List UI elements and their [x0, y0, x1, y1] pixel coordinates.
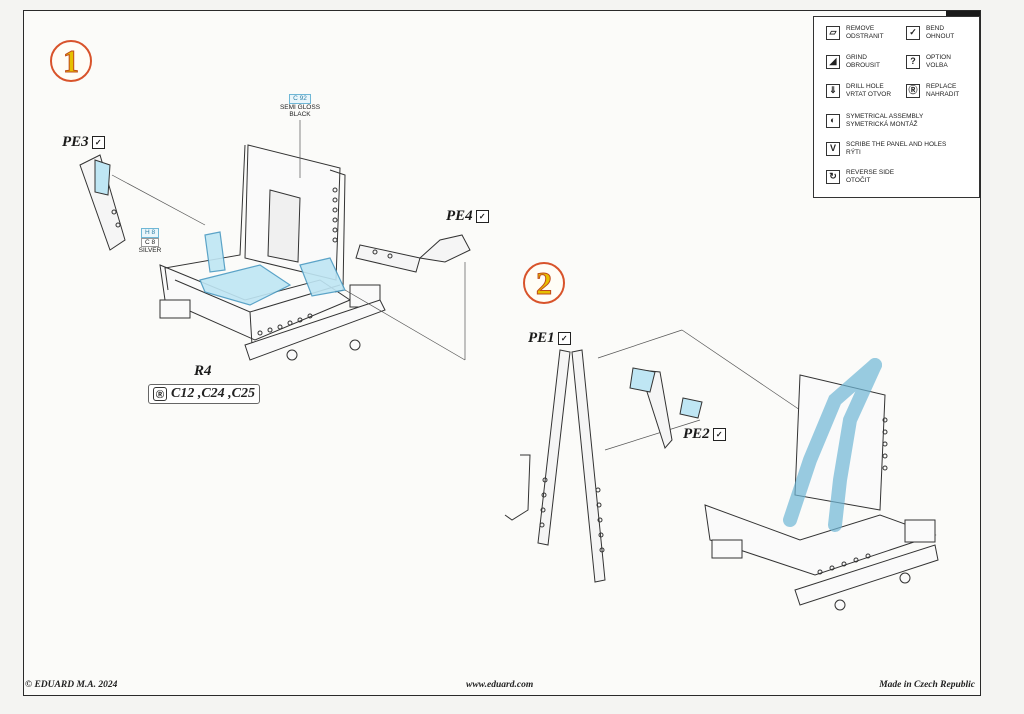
bend-icon: ✓	[91, 136, 105, 149]
step-2-badge: 2	[523, 262, 565, 304]
r4-label: R4	[194, 363, 212, 379]
symetrical-assembly-icon: ◐	[826, 113, 840, 128]
legend-label: REMOVE	[846, 25, 875, 32]
pe1-label-text: PE1	[528, 330, 555, 346]
paint-name: SEMI GLOSS	[279, 103, 321, 111]
legend-label: GRIND	[846, 54, 867, 61]
replace-icon: Ⓡ	[906, 83, 920, 98]
pe4-label: PE4 ✓	[446, 208, 489, 225]
bend-icon: ✓	[475, 210, 489, 223]
paint-code: C 8	[140, 237, 160, 247]
legend-label: BEND	[926, 25, 945, 32]
paint-name: SILVER	[138, 247, 162, 254]
pe4-label-text: PE4	[446, 208, 473, 224]
step2-seat-drawing	[704, 374, 939, 611]
legend-label: OPTION	[926, 54, 951, 61]
legend-label: SYMETRICKÁ MONTÁŽ	[846, 120, 918, 128]
leader-lines	[111, 120, 801, 451]
footer: © EDUARD M.A. 2024 www.eduard.com Made i…	[23, 678, 979, 694]
pe2-label-text: PE2	[683, 426, 710, 442]
pe2-part-drawing	[629, 367, 703, 449]
pe3-strap-drawing	[79, 154, 126, 251]
made-in-text: Made in Czech Republic	[879, 680, 975, 690]
legend-label: RÝTI	[846, 148, 861, 156]
reverse-side-icon: ↻	[826, 169, 840, 184]
paint-name: BLACK	[289, 111, 311, 118]
legend-label: REPLACE	[926, 83, 957, 90]
copyright-text: © EDUARD M.A. 2024	[25, 680, 118, 690]
paint-code: H 8	[140, 228, 160, 238]
replace-parts-box: Ⓡ C12 ,C24 ,C25	[148, 384, 261, 404]
pe3-label: PE3 ✓	[62, 134, 105, 151]
scribe-icon: V	[826, 141, 840, 156]
legend-label: OTOČIT	[846, 176, 871, 184]
option-icon: ?	[906, 54, 920, 69]
legend-label: OHNOUT	[926, 32, 955, 40]
legend-label: OBROUSIT	[846, 61, 880, 69]
paint-note-c92: C 92 SEMI GLOSS BLACK	[270, 94, 330, 119]
legend-label: SCRIBE THE PANEL AND HOLES	[846, 141, 947, 148]
step1-blue-harness	[199, 231, 346, 306]
remove-icon: ▱	[826, 25, 840, 40]
legend-label: NAHRADIT	[926, 90, 960, 98]
step2-blue-harness	[783, 358, 882, 532]
paint-note-silver: H 8 C 8 SILVER	[132, 228, 168, 255]
step1-seat-drawing	[159, 144, 386, 361]
bend-icon: ✓	[712, 428, 726, 441]
legend-label: REVERSE SIDE	[846, 169, 895, 176]
legend-label: VRTAT OTVOR	[846, 90, 892, 98]
replaced-parts-text: C12 ,C24 ,C25	[171, 386, 256, 401]
pe3-label-text: PE3	[62, 134, 89, 150]
bend-icon: ✓	[557, 332, 571, 345]
bend-icon: ✓	[906, 25, 920, 40]
legend-label: DRILL HOLE	[846, 83, 884, 90]
legend-label: SYMETRICAL ASSEMBLY	[846, 113, 924, 120]
grind-icon: ◢	[826, 54, 840, 69]
legend-label: ODSTRANIT	[846, 32, 884, 40]
replace-icon: Ⓡ	[153, 387, 167, 401]
drill-hole-icon: ⇓	[826, 83, 840, 98]
pe1-label: PE1 ✓	[528, 330, 571, 347]
pe1-harness-drawing	[504, 349, 606, 583]
paint-code: C 92	[289, 94, 311, 104]
pe4-strap-drawing	[355, 234, 471, 273]
step-1-badge: 1	[50, 40, 92, 82]
legend-label: VOLBA	[926, 61, 948, 69]
website-link[interactable]: www.eduard.com	[466, 680, 534, 690]
pe2-label: PE2 ✓	[683, 426, 726, 443]
